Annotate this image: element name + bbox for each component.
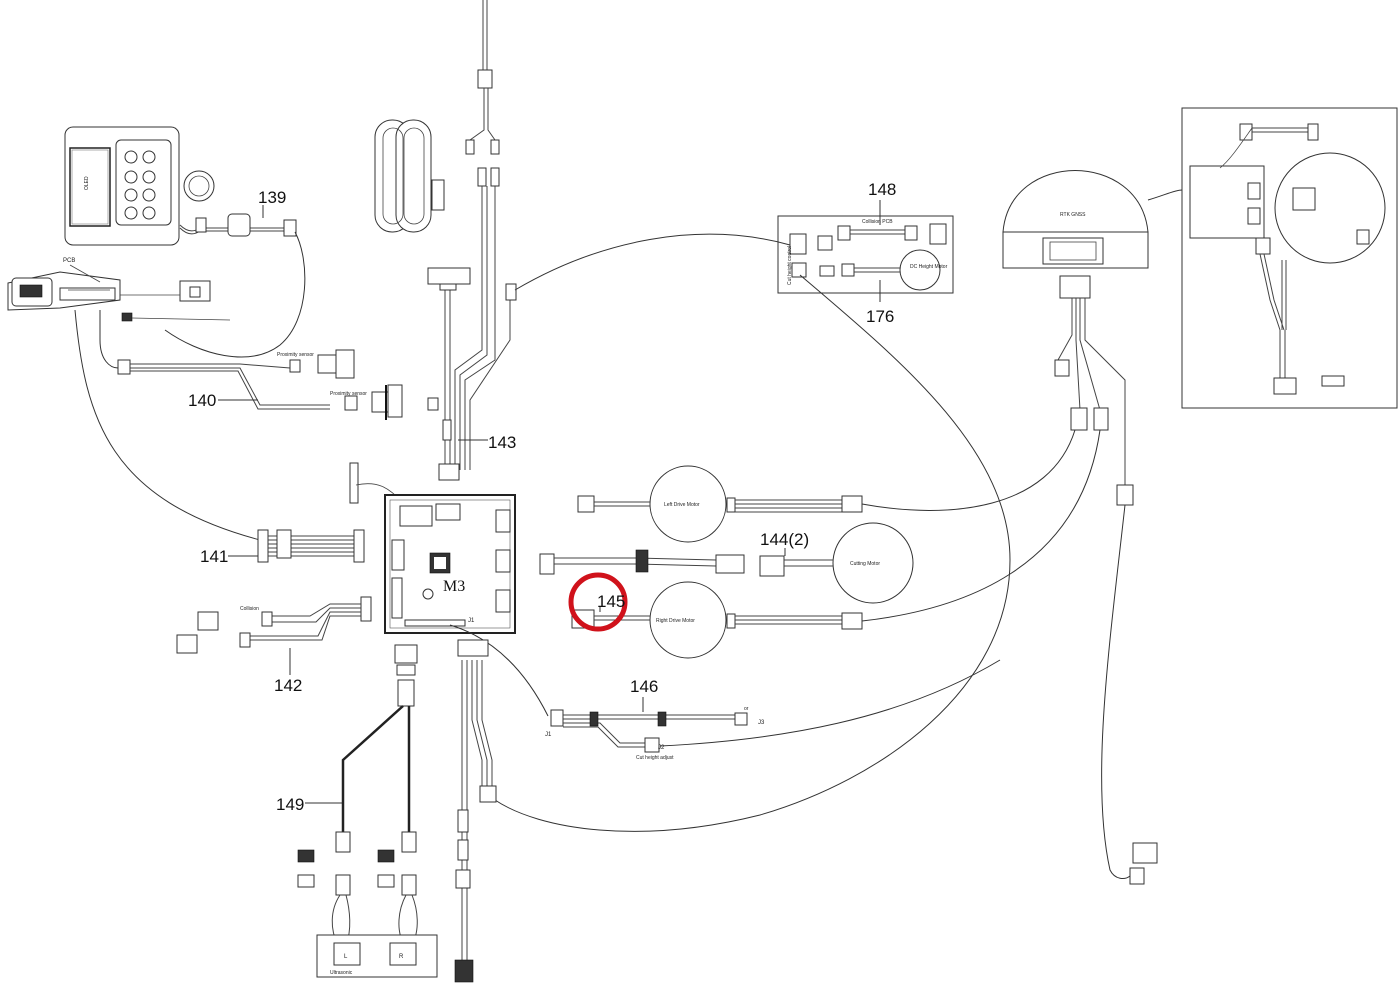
wire-pcb-141	[74, 309, 261, 541]
right-panel	[1181, 107, 1398, 409]
wire-143-148	[514, 233, 791, 291]
callout-139: 139	[258, 188, 286, 207]
cutting-motor: Cutting Motor	[759, 522, 914, 604]
ultrasonic-l: L	[344, 954, 348, 960]
harness-bottom	[454, 639, 497, 983]
callout-144: 144(2)	[760, 530, 809, 549]
callout-176: 176	[866, 307, 894, 326]
callout-148: 148	[868, 180, 896, 199]
display-unit: OLED	[64, 126, 215, 246]
pcb-label: PCB	[63, 258, 75, 264]
cut-height-adjust-label: Cut height adjust	[636, 755, 674, 761]
cutting-motor-label: Cutting Motor	[850, 561, 880, 567]
ultrasonic-label: Ultrasonic	[330, 970, 353, 976]
harness-140: Proximity sensor Proximity sensor	[99, 310, 403, 420]
board-j1: J1	[468, 618, 475, 624]
svg-text:Proximity sensor: Proximity sensor	[330, 391, 367, 397]
left-drive-motor-label: Left Drive Motor	[664, 502, 700, 508]
svg-text:OLED: OLED	[84, 176, 90, 190]
callout-142: 142	[274, 676, 302, 695]
wire-loop-main	[494, 274, 1011, 832]
wire-right-motor	[861, 429, 1101, 622]
svg-text:Proximity sensor: Proximity sensor	[277, 352, 314, 358]
j2-label: J2	[658, 745, 665, 751]
right-drive-motor: Right Drive Motor	[571, 581, 863, 659]
harness-146: J1 J3 J2 or Cut height adjust	[449, 624, 1001, 761]
harness-142: Collision	[176, 596, 372, 654]
callout-146: 146	[630, 677, 658, 696]
harness-149: L R Ultrasonic	[297, 644, 438, 978]
rtk-gnss: RTK GNSS	[1002, 170, 1183, 885]
left-drive-motor: Left Drive Motor	[577, 465, 863, 543]
highlight-145	[568, 572, 628, 632]
or-label: or	[744, 706, 749, 712]
harness-143	[427, 0, 517, 481]
j1-label: J1	[545, 732, 552, 738]
rtk-gnss-label: RTK GNSS	[1060, 212, 1086, 218]
callout-140: 140	[188, 391, 216, 410]
svg-text:Collision: Collision	[240, 606, 259, 612]
keypad	[115, 139, 172, 226]
callout-145: 145	[597, 592, 625, 611]
pcb-housing: PCB	[7, 258, 231, 322]
callout-143: 143	[488, 433, 516, 452]
cut-height-box: DC Height Motor Cut height control Colli…	[777, 215, 954, 294]
harness-141	[257, 529, 365, 563]
wire-left-motor	[861, 429, 1076, 511]
board-label: M3	[443, 578, 465, 595]
callout-141: 141	[200, 547, 228, 566]
j3-label: J3	[758, 720, 765, 726]
m3-board: M3 J1	[384, 494, 516, 634]
svg-text:Collision PCB: Collision PCB	[862, 219, 893, 225]
cut-height-control-label: Cut height control	[787, 246, 793, 285]
harness-139	[164, 213, 306, 358]
dc-height-motor-label: DC Height Motor	[910, 264, 948, 270]
harness-cutting-motor	[539, 549, 745, 575]
callout-149: 149	[276, 795, 304, 814]
right-drive-motor-label: Right Drive Motor	[656, 618, 695, 624]
battery-pack	[374, 119, 445, 233]
ultrasonic-r: R	[399, 954, 404, 960]
